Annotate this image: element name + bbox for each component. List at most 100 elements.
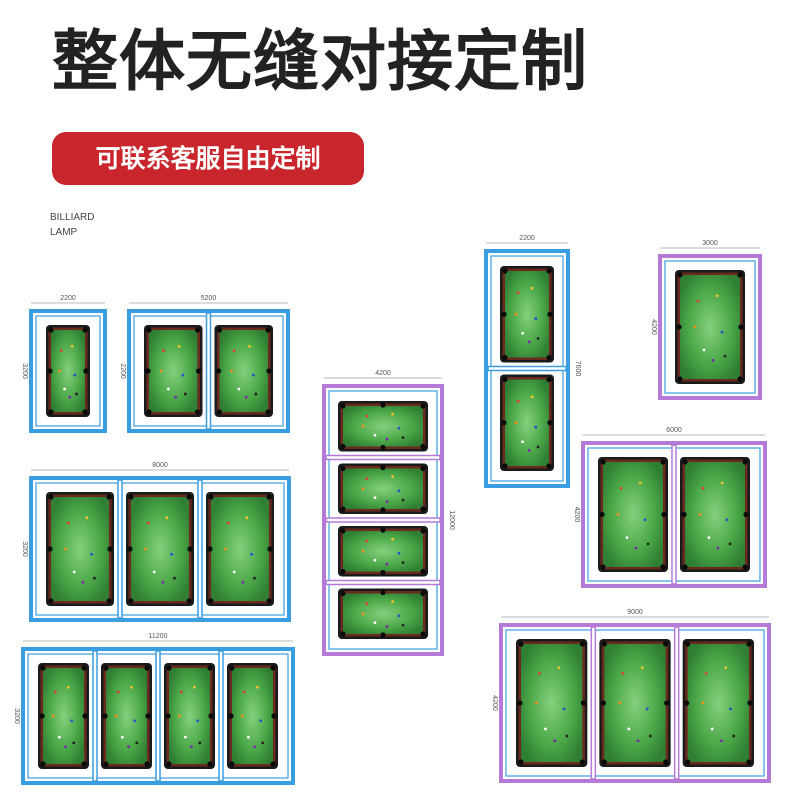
height-label: 7600 (574, 361, 581, 377)
frame-divider (325, 517, 441, 523)
pocket (600, 700, 606, 706)
pocket (600, 459, 606, 465)
ball (707, 536, 711, 539)
pocket (103, 761, 109, 767)
frame-outer (127, 309, 290, 433)
ball (51, 714, 55, 718)
frame-divider (205, 312, 212, 430)
pocket (579, 759, 585, 765)
ball (241, 580, 245, 584)
pocket (746, 641, 752, 647)
pocket (547, 311, 553, 317)
frame-inner (35, 482, 285, 616)
ball (553, 739, 557, 743)
ball (64, 547, 67, 551)
pocket (228, 713, 234, 719)
ball (636, 739, 640, 743)
ball (85, 516, 89, 520)
ball (261, 741, 265, 745)
ball (521, 440, 524, 444)
pocket (547, 420, 553, 426)
billiard-table (206, 492, 274, 606)
frame-divider (218, 650, 224, 782)
ball (75, 392, 78, 396)
ball (534, 701, 538, 705)
ball (72, 570, 76, 574)
frame-divider (671, 444, 677, 585)
ball (230, 369, 234, 373)
frame-divider (92, 650, 98, 782)
ball (245, 516, 249, 520)
billiard-table (598, 457, 668, 572)
ball (159, 369, 163, 373)
ball (385, 500, 389, 504)
ball (728, 542, 732, 546)
ball (252, 373, 255, 377)
pocket (420, 568, 426, 575)
width-label: 6000 (666, 427, 682, 434)
pocket (664, 700, 670, 706)
ball (391, 537, 394, 541)
pocket (40, 665, 46, 671)
pocket (340, 528, 346, 534)
ball (702, 348, 706, 352)
ball (133, 719, 137, 723)
pocket (546, 268, 552, 274)
ball (391, 412, 394, 416)
pocket (676, 324, 682, 330)
frame-outer (581, 441, 767, 588)
ball (72, 741, 76, 745)
pocket (380, 507, 386, 513)
ball (130, 685, 133, 689)
frame-divider (325, 579, 441, 586)
pocket (682, 564, 688, 570)
pocket (107, 546, 113, 552)
pocket (681, 511, 687, 518)
pocket (546, 463, 552, 469)
billiard-table (126, 492, 194, 606)
billiard-table (338, 463, 428, 514)
ball (116, 690, 120, 694)
ball (536, 445, 540, 449)
ball (616, 513, 620, 516)
frame-outer (29, 476, 291, 622)
pocket (601, 759, 607, 765)
ball (179, 690, 183, 694)
ball (627, 727, 631, 731)
billiard-table (227, 663, 278, 769)
ball (237, 387, 241, 391)
pocket (82, 713, 88, 719)
pocket (580, 700, 586, 706)
ball (93, 576, 96, 580)
ball (625, 536, 629, 539)
pocket (48, 494, 54, 500)
pocket (128, 598, 134, 604)
ball (385, 625, 389, 629)
pocket (380, 444, 386, 451)
ball (643, 518, 647, 522)
ball (196, 719, 200, 723)
ball (397, 551, 401, 555)
billiard-table (338, 588, 428, 639)
pocket (127, 546, 133, 552)
ball (242, 690, 246, 694)
ball (227, 521, 230, 525)
pocket (737, 376, 743, 382)
pocket (215, 368, 222, 374)
frame-outer (484, 249, 570, 488)
ball (224, 547, 227, 551)
pocket (502, 376, 508, 383)
pocket (270, 665, 276, 671)
frame-divider (155, 650, 161, 782)
pocket (266, 598, 272, 604)
pocket (380, 569, 386, 576)
ball (516, 399, 520, 403)
ball (64, 745, 67, 749)
ball (397, 489, 401, 493)
pocket (501, 311, 507, 317)
pocket (194, 327, 201, 333)
pocket (208, 713, 214, 719)
ball (514, 312, 518, 316)
ball (720, 330, 724, 334)
